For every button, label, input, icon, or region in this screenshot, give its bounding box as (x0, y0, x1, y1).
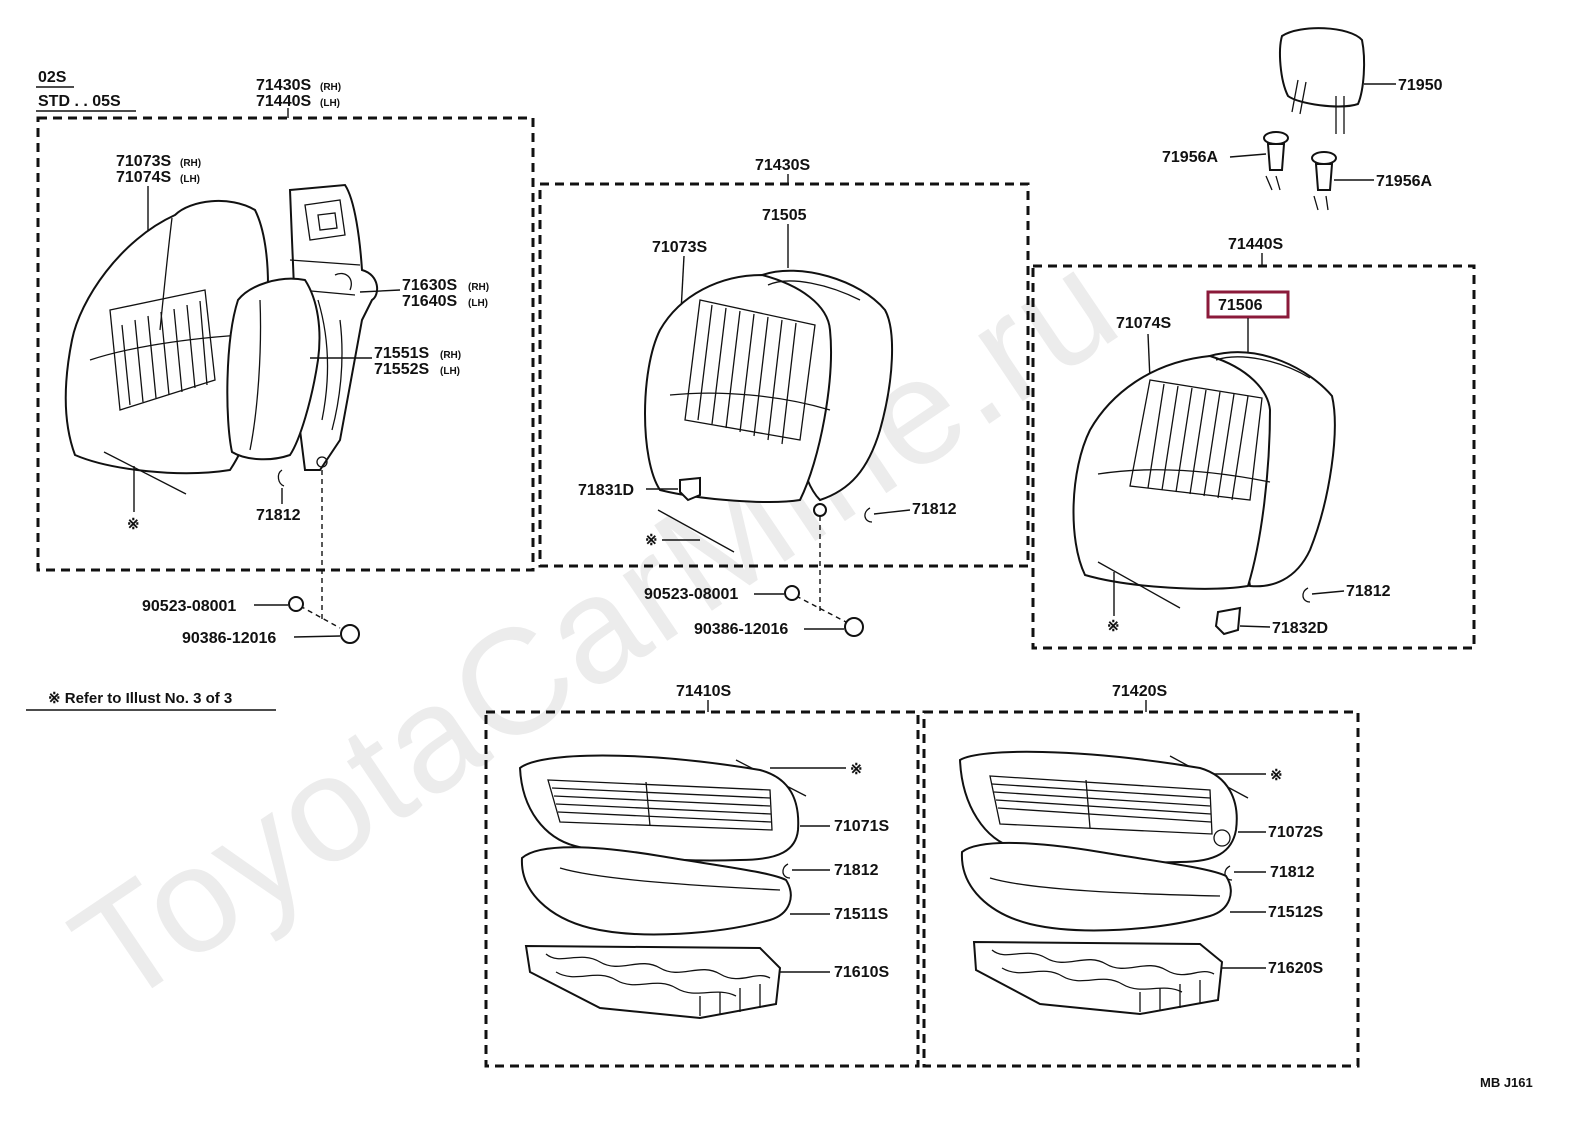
left-assembly-box (36, 116, 535, 572)
nut-icon (288, 596, 304, 612)
corner-code: MB J161 (1480, 1075, 1533, 1090)
tag-rh: (RH) (440, 350, 461, 361)
label-90386-12016-left[interactable]: 90386-12016 (182, 630, 276, 647)
wire-left (103, 451, 187, 495)
tag-rh: (RH) (468, 282, 489, 293)
label-71610S[interactable]: 71610S (834, 964, 889, 981)
center-back-box (538, 182, 1030, 568)
cushion-frame-right[interactable] (972, 940, 1224, 1016)
label-71073S-rh[interactable]: 71073S (116, 153, 171, 170)
mark-cushion-right: ※ (1270, 767, 1283, 784)
mark-center: ※ (645, 532, 658, 549)
cushion-frame-left[interactable] (524, 944, 782, 1020)
label-71074S-lh[interactable]: 71074S (116, 169, 171, 186)
leader-bolt-left (293, 635, 341, 638)
label-71410S[interactable]: 71410S (676, 683, 731, 700)
tag-lh: (LH) (320, 98, 340, 109)
tag-lh: (LH) (468, 298, 488, 309)
label-71956A-right[interactable]: 71956A (1376, 173, 1432, 190)
label-71812-2[interactable]: 71812 (912, 501, 957, 518)
right-back-box (1031, 264, 1476, 650)
label-71630S-rh[interactable]: 71630S (402, 277, 457, 294)
label-71812-5[interactable]: 71812 (1270, 864, 1315, 881)
hinge-icon (813, 503, 827, 517)
seat-pad-left[interactable] (226, 277, 321, 461)
label-71551S-rh[interactable]: 71551S (374, 345, 429, 362)
label-71512S[interactable]: 71512S (1268, 904, 1323, 921)
seat-frame-left[interactable] (288, 183, 379, 471)
headrest[interactable] (1279, 27, 1366, 134)
label-71832D[interactable]: 71832D (1272, 620, 1328, 637)
headrest-support-left[interactable] (1263, 131, 1289, 191)
tag-lh: (LH) (440, 366, 460, 377)
bolt-icon (844, 617, 864, 637)
label-71511S[interactable]: 71511S (834, 906, 889, 923)
wire-center (657, 509, 735, 553)
leader-71832D (1239, 625, 1271, 628)
wire-right (1097, 561, 1181, 609)
label-71812-4[interactable]: 71812 (834, 862, 879, 879)
cushion-cover-left[interactable] (518, 754, 800, 862)
label-71071S[interactable]: 71071S (834, 818, 889, 835)
grade-code-1: 02S (38, 69, 67, 86)
grade-code-2: STD . . 05S (38, 93, 121, 110)
cushion-pad-right[interactable] (960, 842, 1232, 932)
label-71620S[interactable]: 71620S (1268, 960, 1323, 977)
label-71831D[interactable]: 71831D (578, 482, 634, 499)
label-71073S-center[interactable]: 71073S (652, 239, 707, 256)
holder-icon (1214, 606, 1242, 636)
holder-icon (679, 476, 701, 502)
cushion-pad-left[interactable] (520, 846, 792, 936)
label-71420S[interactable]: 71420S (1112, 683, 1167, 700)
label-90523-08001-left[interactable]: 90523-08001 (142, 598, 236, 615)
label-71640S-lh[interactable]: 71640S (402, 293, 457, 310)
leader-71956A-left (1229, 153, 1267, 158)
label-71812-1[interactable]: 71812 (256, 507, 301, 524)
label-71956A-left[interactable]: 71956A (1162, 149, 1218, 166)
refer-note: ※ Refer to Illust No. 3 of 3 (48, 690, 232, 707)
tag-rh: (RH) (320, 82, 341, 93)
label-71506[interactable]: 71506 (1218, 297, 1263, 314)
headrest-support-right[interactable] (1311, 151, 1337, 211)
label-90386-12016-center[interactable]: 90386-12016 (694, 621, 788, 638)
cushion-right-box (922, 710, 1360, 1068)
highlight-71506 (1206, 290, 1290, 319)
tag-lh: (LH) (180, 174, 200, 185)
cushion-left-box (484, 710, 920, 1068)
seat-back-center[interactable] (644, 269, 894, 503)
bolt-icon (340, 624, 360, 644)
label-71440S-lh[interactable]: 71440S (256, 93, 311, 110)
nut-icon (784, 585, 800, 601)
tag-rh: (RH) (180, 158, 201, 169)
hog-ring-icon (864, 507, 873, 523)
label-71950[interactable]: 71950 (1398, 77, 1443, 94)
dashed-line-left-2 (299, 605, 341, 629)
label-71430S-rh[interactable]: 71430S (256, 77, 311, 94)
dashed-line-center-2 (795, 595, 847, 623)
label-71072S[interactable]: 71072S (1268, 824, 1323, 841)
leader-hogring-3 (1311, 590, 1345, 595)
mark-left: ※ (127, 516, 140, 533)
leader-hogring-2 (873, 509, 911, 515)
hog-ring-icon (782, 863, 791, 879)
label-71074S-right[interactable]: 71074S (1116, 315, 1171, 332)
label-71552S-lh[interactable]: 71552S (374, 361, 429, 378)
mark-cushion-left: ※ (850, 761, 863, 778)
hog-ring-icon (277, 469, 285, 487)
leader-frame (359, 289, 401, 293)
hog-ring-icon (1302, 587, 1311, 603)
label-71505[interactable]: 71505 (762, 207, 807, 224)
label-71812-3[interactable]: 71812 (1346, 583, 1391, 600)
label-71440S-right[interactable]: 71440S (1228, 236, 1283, 253)
mark-right: ※ (1107, 618, 1120, 635)
seat-back-right[interactable] (1072, 351, 1336, 590)
label-90523-08001-center[interactable]: 90523-08001 (644, 586, 738, 603)
label-71430S-center[interactable]: 71430S (755, 157, 810, 174)
